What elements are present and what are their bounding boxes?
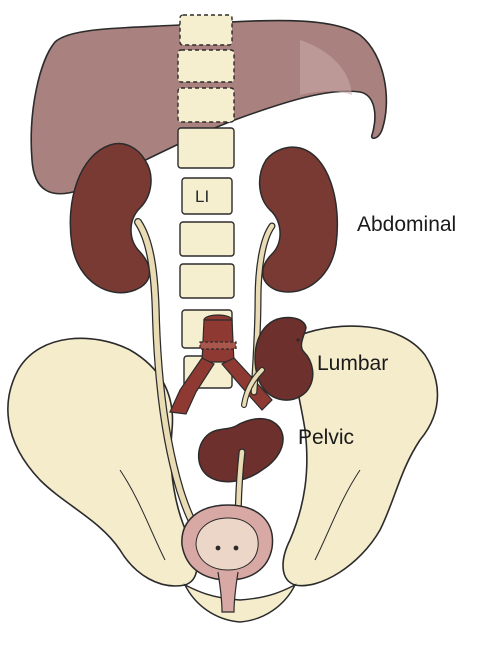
vertebra-label: LI xyxy=(195,187,210,206)
vertebra-t11 xyxy=(177,49,235,83)
bladder-inner xyxy=(195,517,259,571)
pelvis xyxy=(7,325,439,623)
pelvis-right-wing xyxy=(282,325,439,587)
vertebra-t12 xyxy=(177,87,235,123)
left-iliac-artery xyxy=(169,357,215,415)
right-kidney xyxy=(258,146,339,293)
lumbar-kidney-ureter-fill xyxy=(242,368,264,407)
aorta-band xyxy=(199,341,237,350)
lumbar-leader-dot xyxy=(296,338,300,342)
aorta xyxy=(201,319,235,363)
urethra xyxy=(217,571,239,613)
vertebra-t12-lower xyxy=(177,127,235,169)
pelvic-label: Pelvic xyxy=(298,426,355,449)
left-kidney xyxy=(69,142,152,294)
abdominal-label: Abdominal xyxy=(357,213,457,236)
pubic-arch xyxy=(183,583,297,623)
aorta-bifurcation xyxy=(169,314,273,415)
ureteric-orifice-right xyxy=(233,545,239,551)
vertebra-l3 xyxy=(179,263,235,299)
left-ureter-fill xyxy=(135,219,208,543)
lumbar-kidney xyxy=(254,316,314,401)
vertebra-l2 xyxy=(179,221,235,257)
liver-highlight xyxy=(300,40,352,95)
pelvis-inner-line-right xyxy=(314,469,361,561)
ureteric-orifice-left xyxy=(215,545,221,551)
pelvis-inner-line-left xyxy=(119,469,166,561)
spine xyxy=(177,14,235,389)
lumbar-label: Lumbar xyxy=(317,352,389,375)
vertebra-t10 xyxy=(179,14,233,46)
bladder xyxy=(181,504,274,613)
vertebra-l1 xyxy=(181,177,233,215)
